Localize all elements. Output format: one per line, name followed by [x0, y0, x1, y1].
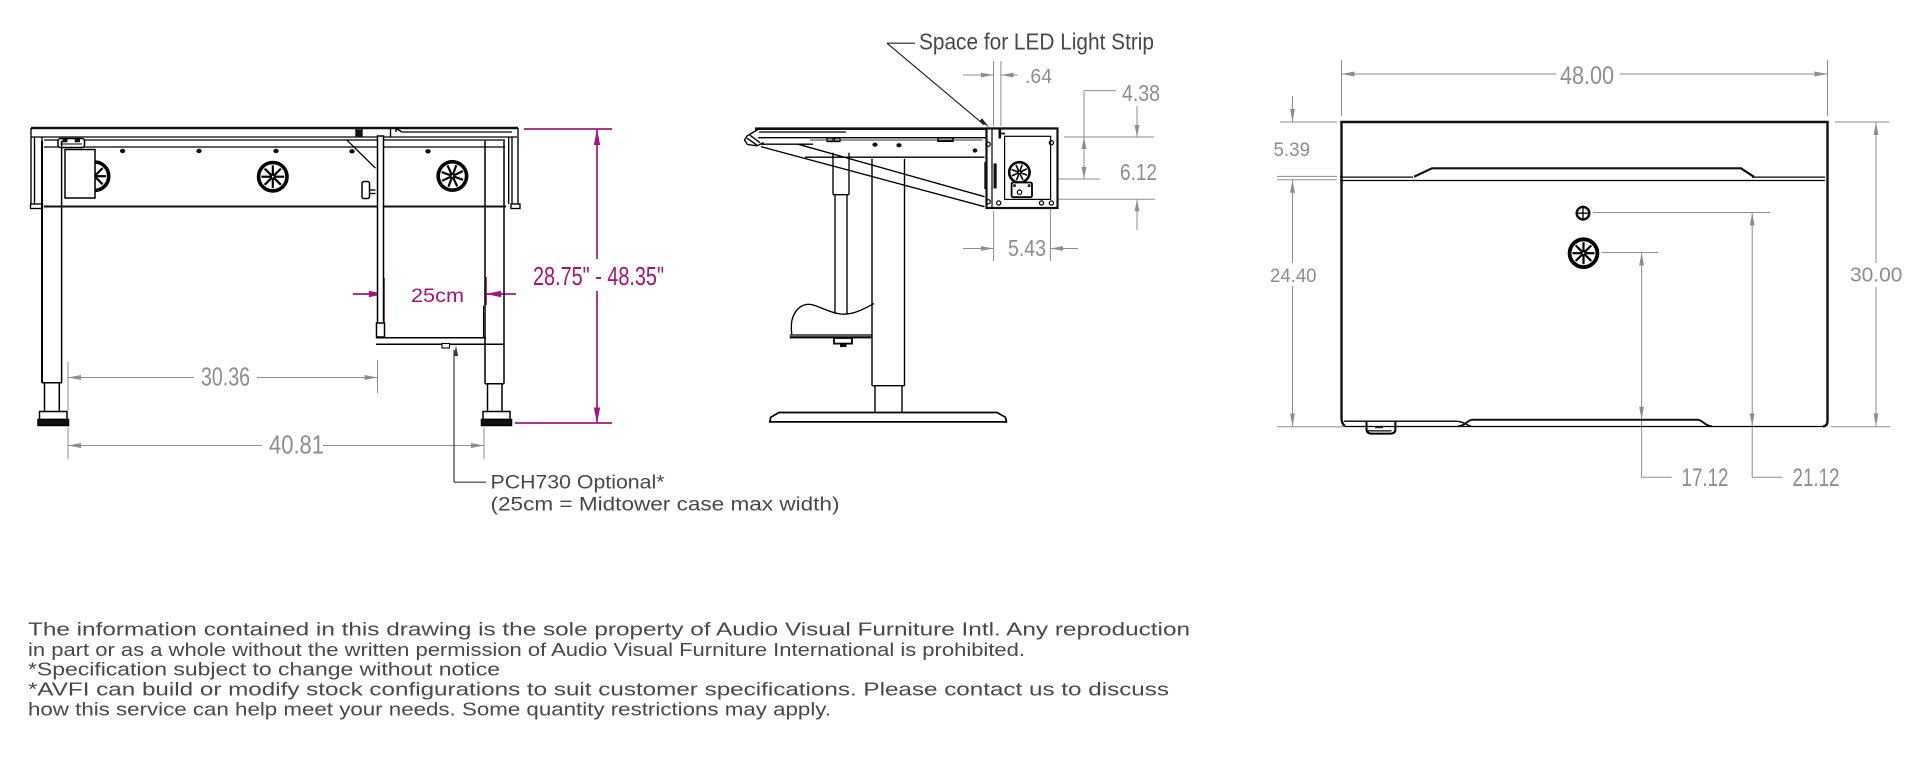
- svg-text:48.00: 48.00: [1560, 62, 1614, 90]
- svg-text:Space for LED Light Strip: Space for LED Light Strip: [919, 29, 1154, 55]
- svg-text:in part or as a whole without: in part or as a whole without the writte…: [28, 639, 1025, 660]
- svg-text:24.40: 24.40: [1270, 265, 1317, 287]
- svg-text:17.12: 17.12: [1682, 464, 1729, 492]
- svg-text:The information contained in t: The information contained in this drawin…: [28, 619, 1190, 640]
- svg-text:5.39: 5.39: [1274, 139, 1311, 161]
- svg-text:(25cm = Midtower case max widt: (25cm = Midtower case max width): [491, 495, 840, 516]
- svg-text:4.38: 4.38: [1122, 80, 1160, 106]
- svg-text:.64: .64: [1025, 66, 1052, 88]
- svg-text:30.00: 30.00: [1850, 265, 1902, 287]
- svg-text:*Specification subject to chan: *Specification subject to change without…: [28, 659, 500, 680]
- svg-text:30.36: 30.36: [201, 362, 250, 392]
- svg-text:5.43: 5.43: [1008, 235, 1046, 261]
- svg-text:*AVFI can build or modify stoc: *AVFI can build or modify stock configur…: [28, 678, 1169, 699]
- svg-text:21.12: 21.12: [1793, 464, 1840, 492]
- svg-text:how this service can help meet: how this service can help meet your need…: [28, 699, 831, 720]
- svg-text:28.75" - 48.35": 28.75" - 48.35": [533, 261, 664, 291]
- svg-text:40.81: 40.81: [269, 430, 324, 460]
- svg-text:6.12: 6.12: [1120, 159, 1157, 185]
- svg-text:25cm: 25cm: [411, 286, 464, 307]
- svg-text:PCH730 Optional*: PCH730 Optional*: [491, 473, 666, 494]
